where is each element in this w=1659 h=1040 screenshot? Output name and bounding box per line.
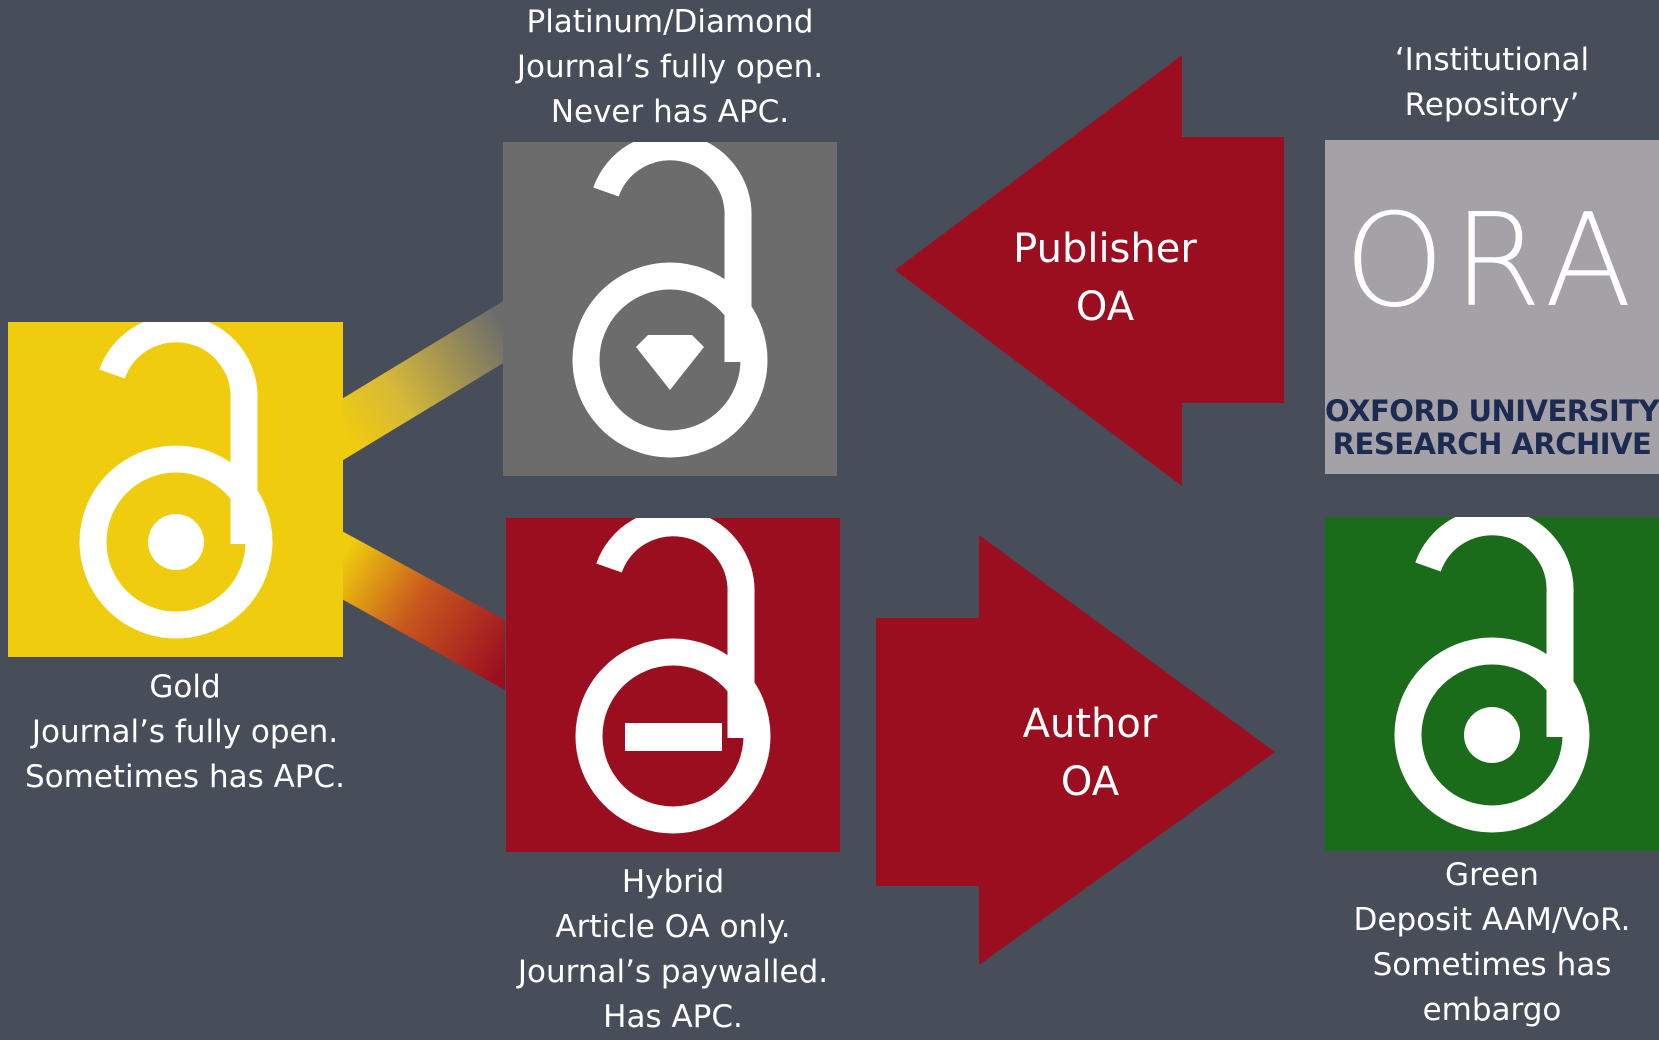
- platinum-caption: Platinum/Diamond Journal’s fully open. N…: [470, 0, 870, 135]
- repository-caption: ‘Institutional Repository’: [1394, 42, 1590, 123]
- open-access-lock-minus-icon: [575, 518, 771, 834]
- open-access-lock-dot-icon: [1394, 517, 1590, 833]
- ora-repository-logo: ORA OXFORD UNIVERSITY RESEARCH ARCHIVE: [1325, 140, 1659, 474]
- publisher-oa-label: Publisher OA: [1013, 226, 1197, 330]
- gold-to-hybrid-connector: [340, 530, 505, 690]
- open-access-lock-diamond-icon: [572, 142, 768, 458]
- green-oa-tile: [1325, 517, 1659, 851]
- green-title: Green: [1445, 857, 1539, 893]
- green-caption: Green Deposit AAM/VoR. Sometimes has emb…: [1290, 853, 1659, 1033]
- ora-logo-subtitle: OXFORD UNIVERSITY RESEARCH ARCHIVE: [1325, 394, 1659, 461]
- platinum-title: Platinum/Diamond: [526, 4, 814, 40]
- gold-to-platinum-connector: [340, 300, 505, 462]
- publisher-oa-arrow: [895, 55, 1284, 486]
- hybrid-caption: Hybrid Article OA only. Journal’s paywal…: [473, 860, 873, 1040]
- gold-oa-tile: [8, 322, 343, 657]
- gold-caption: Gold Journal’s fully open. Sometimes has…: [0, 665, 370, 800]
- author-oa-label: Author OA: [1022, 701, 1158, 805]
- author-oa-arrow: [876, 535, 1275, 965]
- open-access-lock-dot-icon: [79, 322, 273, 639]
- ora-logo-text: ORA: [1343, 187, 1641, 336]
- platinum-oa-tile: [503, 142, 837, 476]
- hybrid-oa-tile: [506, 518, 840, 852]
- gold-title: Gold: [149, 669, 221, 705]
- hybrid-title: Hybrid: [621, 864, 725, 900]
